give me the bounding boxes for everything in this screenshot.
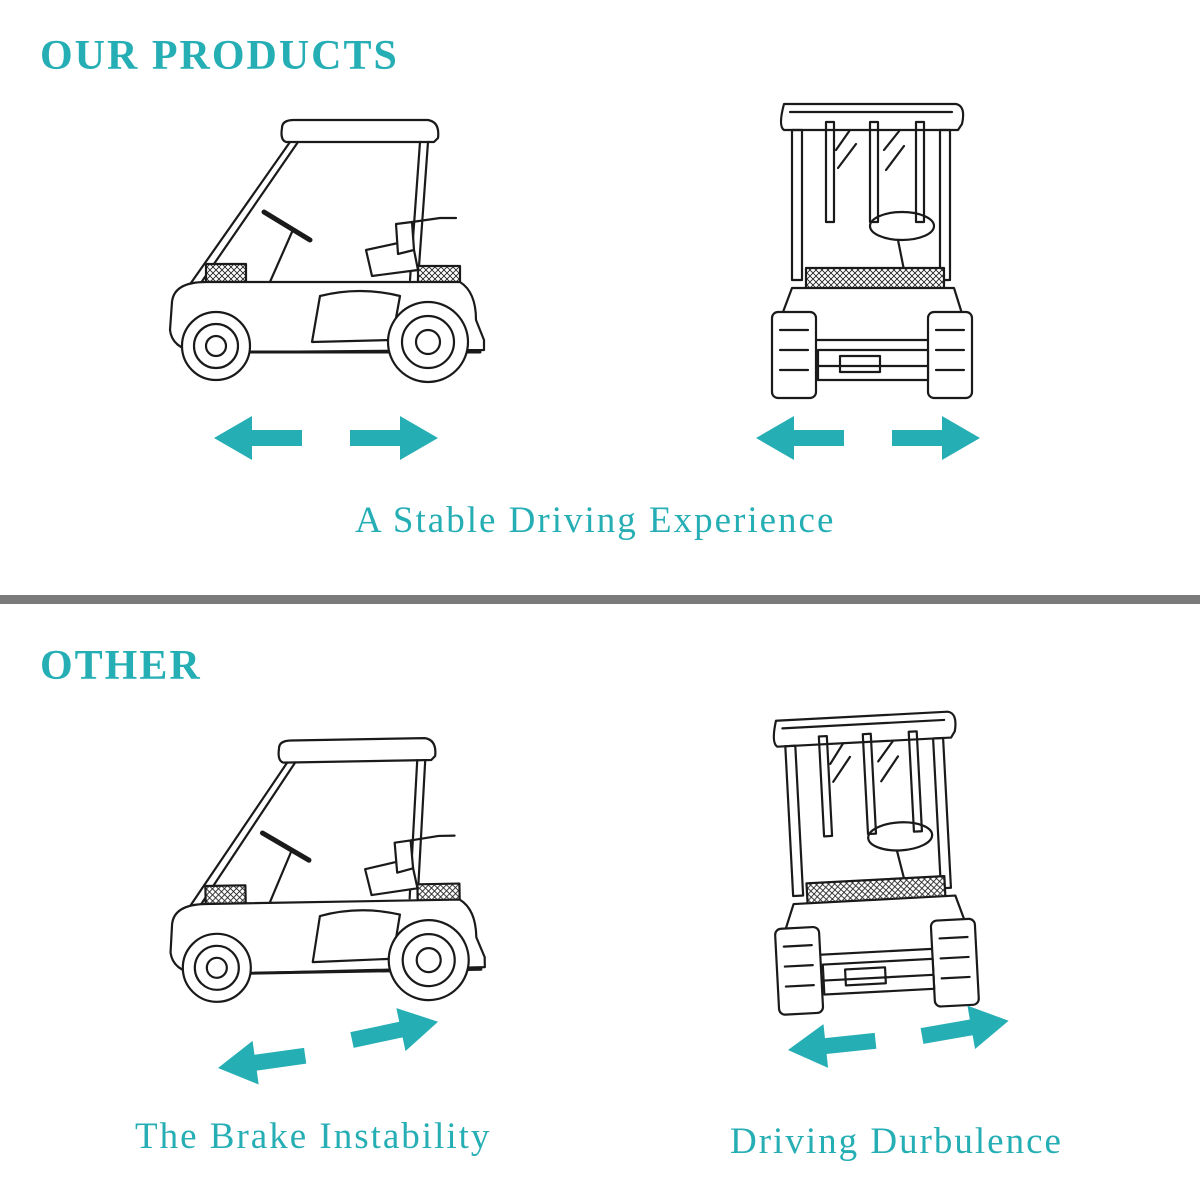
golf-cart-front-view <box>770 102 974 400</box>
caption-stable-driving: A Stable Driving Experience <box>355 500 836 541</box>
section-heading-our-products: OUR PRODUCTS <box>40 33 399 79</box>
caption-brake-instability: The Brake Instability <box>135 1116 492 1157</box>
arrow-left-icon <box>785 1018 878 1072</box>
arrow-left-icon <box>214 416 302 460</box>
arrow-right-icon <box>350 416 438 460</box>
caption-driving-durbulence: Driving Durbulence <box>730 1121 1063 1162</box>
arrow-right-icon <box>347 1000 443 1062</box>
golf-cart-front-view-unstable <box>762 709 981 1017</box>
section-divider <box>0 595 1200 604</box>
golf-cart-side-view-unstable <box>167 737 486 1004</box>
arrow-right-icon <box>918 999 1013 1058</box>
arrow-left-icon <box>214 1033 309 1090</box>
section-heading-other: OTHER <box>40 643 202 689</box>
arrow-left-icon <box>756 416 844 460</box>
arrow-right-icon <box>892 416 980 460</box>
golf-cart-side-view <box>170 120 484 382</box>
